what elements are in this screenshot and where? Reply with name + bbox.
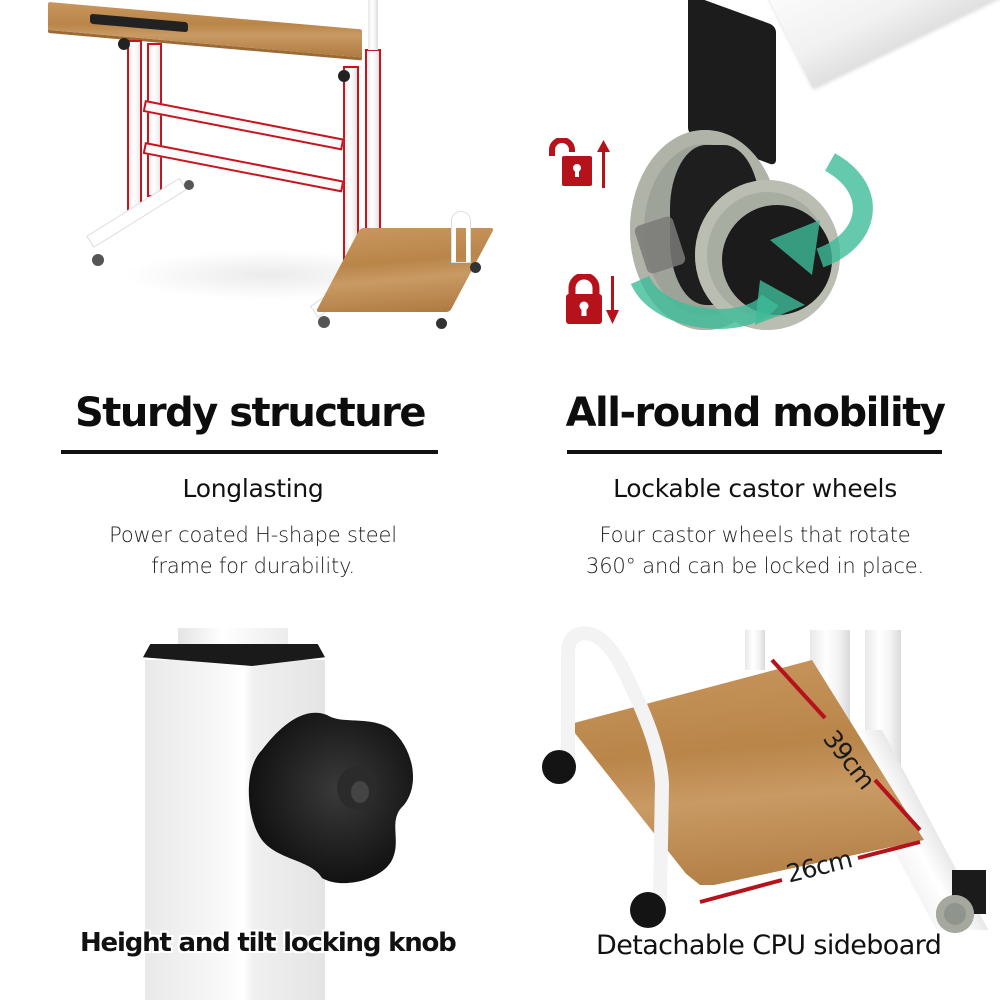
panel-subtitle-longlasting: Longlasting: [182, 474, 324, 503]
wheel-icon: [936, 895, 974, 933]
rotate-arrows-icon: [630, 153, 873, 329]
panel-subtitle-lockable-castor-wheels: Lockable castor wheels: [613, 474, 897, 503]
unlock-up-icon: [549, 138, 610, 188]
title-divider: [567, 450, 942, 454]
panel-title-all-round-mobility: All-round mobility: [565, 390, 946, 436]
highlight-right-leg-rear: [365, 49, 381, 246]
lock-down-icon: [566, 274, 619, 324]
panel-description-line-1: Four castor wheels that rotate: [599, 523, 911, 547]
knob-icon: [338, 70, 350, 82]
caption-height-tilt-knob: Height and tilt locking knob: [80, 928, 457, 958]
panel-description-line-1: Power coated H-shape steel: [109, 523, 397, 547]
desk-top-icon: [48, 2, 362, 58]
panel-description-line-2: 360° and can be locked in place.: [586, 554, 924, 578]
panel-description-line-2: frame for durability.: [151, 554, 355, 578]
caption-detachable-cpu-sideboard: Detachable CPU sideboard: [596, 930, 942, 961]
panel-title-sturdy-structure: Sturdy structure: [74, 390, 427, 436]
highlight-left-leg-rear: [147, 43, 162, 197]
shelf-handle: [561, 626, 670, 906]
wheel-icon: [630, 892, 666, 928]
knob-icon: [118, 38, 130, 50]
castor-wheel-image: [500, 0, 1000, 340]
locking-knob-image: Height and tilt locking knob: [0, 620, 500, 1000]
locking-knob-icon: [248, 712, 414, 884]
desk-frame-image: [0, 0, 500, 340]
title-divider: [61, 450, 438, 454]
wheel-icon: [542, 750, 576, 784]
cpu-sideboard-image: 39cm 26cm Detachable CPU sideboard: [500, 620, 1000, 1000]
highlight-left-leg-front: [127, 40, 142, 217]
